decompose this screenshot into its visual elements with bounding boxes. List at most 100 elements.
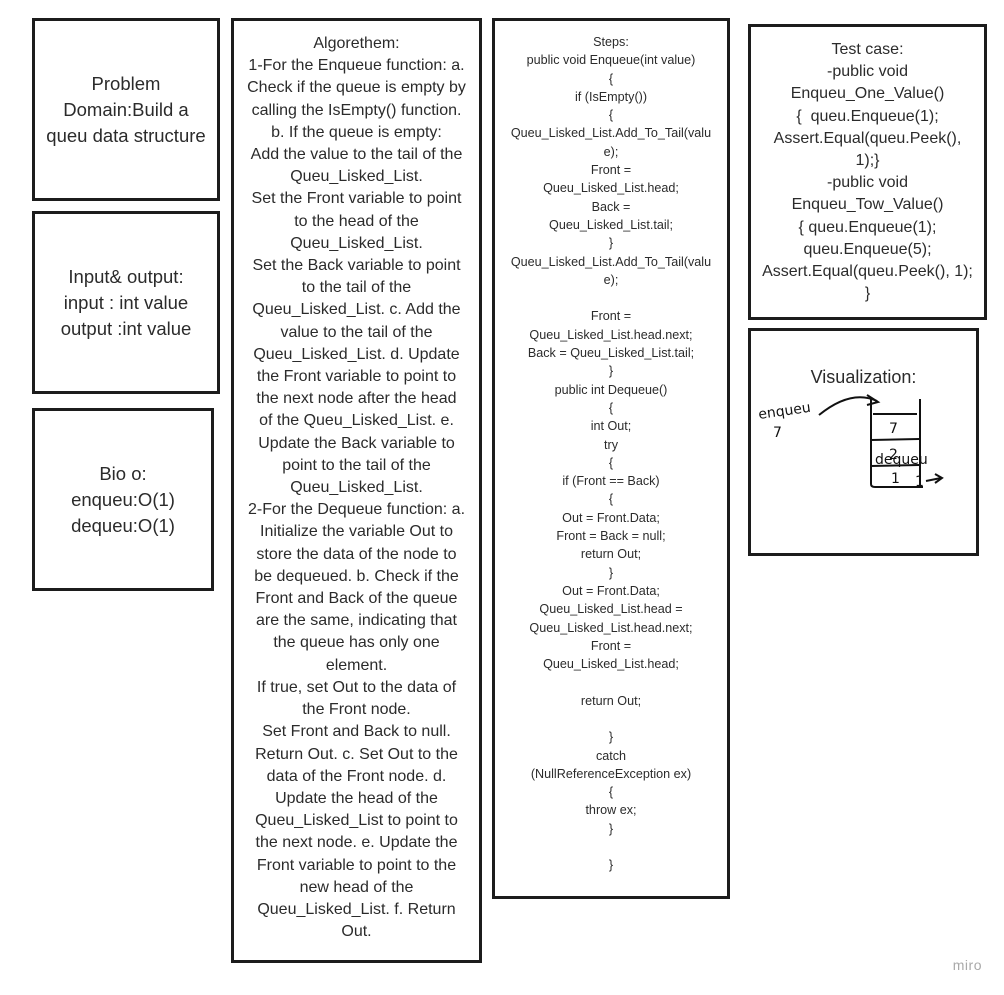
algorithm-line: Queu_Lisked_List. f. Return xyxy=(257,900,456,918)
algorithm-line: of the Queu_Lisked_List. e. xyxy=(259,412,454,430)
test-case-line: -public void xyxy=(827,174,908,192)
algorithm-line: Add the value to the tail of the xyxy=(250,146,463,164)
algorithm-line: Queu_Lisked_List. xyxy=(290,168,423,186)
test-case-line: Assert.Equal(queu.Peek(), 1); xyxy=(762,263,973,281)
algorithm-line: Front and Back of the queue xyxy=(255,590,458,608)
algorithm-line: Out. xyxy=(341,923,372,941)
code-line xyxy=(499,289,723,307)
algorithm-line: the Front variable to point to xyxy=(256,368,457,386)
code-line: { xyxy=(608,71,614,86)
algorithm-line: Return Out. c. Set Out to the xyxy=(255,745,458,763)
bigo-line: Bio o: xyxy=(99,462,147,484)
algorithm-line: Queu_Lisked_List. d. Update xyxy=(253,345,460,363)
big-o-card[interactable]: Bio o: enqueu:O(1) dequeu:O(1) xyxy=(32,408,214,591)
dequeue-value: 1 xyxy=(915,474,924,490)
test-case-line: Enqueu_One_Value() xyxy=(790,85,945,103)
code-line xyxy=(499,710,723,728)
code-line: { xyxy=(608,400,614,415)
visualization-title: Visualization: xyxy=(810,367,917,387)
algorithm-line: the queue has only one xyxy=(273,634,440,652)
code-line: try xyxy=(604,437,618,452)
algorithm-line: Update the Back variable to xyxy=(258,434,455,452)
code-line: Queu_Lisked_List.head; xyxy=(543,657,679,672)
code-line: { xyxy=(608,108,614,123)
code-line: Front = xyxy=(590,163,632,178)
code-line xyxy=(499,673,723,691)
algorithm-line: If true, set Out to the data of xyxy=(256,678,457,696)
algorithm-line: Initialize the variable Out to xyxy=(260,523,453,541)
test-case-line: { queu.Enqueue(1); xyxy=(796,107,939,125)
algorithm-line: the next node. e. Update the xyxy=(255,834,458,852)
enqueue-arrowhead xyxy=(866,394,881,406)
code-line: return Out; xyxy=(580,693,642,708)
stack-cell-bottom: 1 xyxy=(891,471,900,487)
code-line: Back = xyxy=(591,199,631,214)
code-line: Queu_Lisked_List.head = xyxy=(539,602,683,617)
problem-line: queu data structure xyxy=(46,124,206,146)
algorithm-line: new head of the xyxy=(299,878,414,896)
io-line: input : int value xyxy=(63,291,189,313)
code-line: return Out; xyxy=(580,547,642,562)
dequeue-arrow xyxy=(925,477,942,482)
input-output-card[interactable]: Input& output: input : int value output … xyxy=(32,211,220,394)
code-line: if (Front == Back) xyxy=(562,474,660,489)
code-line: } xyxy=(608,565,614,580)
code-line: Queu_Lisked_List.head.next; xyxy=(529,620,693,635)
problem-line: Problem xyxy=(91,72,161,94)
code-line: Out = Front.Data; xyxy=(562,510,660,525)
stack-divider xyxy=(870,438,920,441)
code-line: Queu_Lisked_List.head; xyxy=(543,181,679,196)
code-line: { xyxy=(608,455,614,470)
code-line: Queu_Lisked_List.head.next; xyxy=(529,327,693,342)
test-case-line: 1);} xyxy=(855,152,880,170)
algorithm-line: Queu_Lisked_List. xyxy=(290,234,423,252)
dequeue-label: dequeu xyxy=(875,452,928,468)
code-line: } xyxy=(608,236,614,251)
dequeue-arrowhead xyxy=(934,473,944,484)
stack-left-wall xyxy=(870,399,923,488)
code-line: public int Dequeue() xyxy=(554,382,668,397)
bigo-line: enqueu:O(1) xyxy=(71,488,175,510)
problem-line: Domain:Build a xyxy=(63,98,189,120)
algorithm-line: Check if the queue is empty by xyxy=(247,79,466,97)
algorithm-line: Set the Back variable to point xyxy=(252,257,461,275)
algorithm-line: Front variable to point to the xyxy=(256,856,457,874)
code-line xyxy=(499,838,723,856)
code-line: Queu_Lisked_List.Add_To_Tail(valu xyxy=(510,254,712,269)
test-case-line: } xyxy=(864,285,871,303)
io-line: output :int value xyxy=(60,317,192,339)
code-line: (NullReferenceException ex) xyxy=(530,766,692,781)
algorithm-line: 2-For the Dequeue function: a. xyxy=(247,501,466,519)
algorithm-line: the Front node. xyxy=(302,701,411,719)
algorithm-line: the next node after the head xyxy=(256,390,457,408)
algorithm-line: Set the Front variable to point xyxy=(251,190,462,208)
test-case-line: -public void xyxy=(827,63,908,81)
algorithm-card[interactable]: Algorethem: 1-For the Enqueue function: a… xyxy=(231,18,482,963)
code-line: Steps: xyxy=(593,35,629,49)
enqueue-arrow xyxy=(818,396,878,416)
problem-domain-card[interactable]: Problem Domain:Build a queu data structu… xyxy=(32,18,220,201)
code-steps-card[interactable]: Steps:public void Enqueue(int value){if … xyxy=(492,18,730,899)
code-line: throw ex; xyxy=(585,803,637,818)
stack-divider xyxy=(870,464,920,467)
code-line: } xyxy=(608,821,614,836)
code-line: Back = Queu_Lisked_List.tail; xyxy=(527,346,695,361)
bigo-line: dequeu:O(1) xyxy=(71,514,175,536)
io-line: Input& output: xyxy=(68,265,184,287)
code-line: e); xyxy=(603,144,619,159)
visualization-card[interactable]: Visualization: enqueu 7 dequeu 7 2 1 1 xyxy=(748,328,979,556)
code-line: Queu_Lisked_List.Add_To_Tail(valu xyxy=(510,126,712,141)
stack-cell-top: 7 xyxy=(889,421,898,437)
algorithm-line: point to the tail of the xyxy=(282,456,431,474)
code-line: catch xyxy=(595,748,627,763)
algorithm-line: Queu_Lisked_List to point to xyxy=(255,812,458,830)
algorithm-line: Queu_Lisked_List. c. Add the xyxy=(252,301,461,319)
test-case-line: Test case: xyxy=(831,41,904,58)
code-line: } xyxy=(608,364,614,379)
algorithm-line: 1-For the Enqueue function: a. xyxy=(248,57,465,75)
code-line: Queu_Lisked_List.tail; xyxy=(549,217,673,232)
code-line: Front = xyxy=(590,638,632,653)
test-case-line: Assert.Equal(queu.Peek(), xyxy=(773,129,962,147)
algorithm-line: Algorethem: xyxy=(313,35,400,52)
